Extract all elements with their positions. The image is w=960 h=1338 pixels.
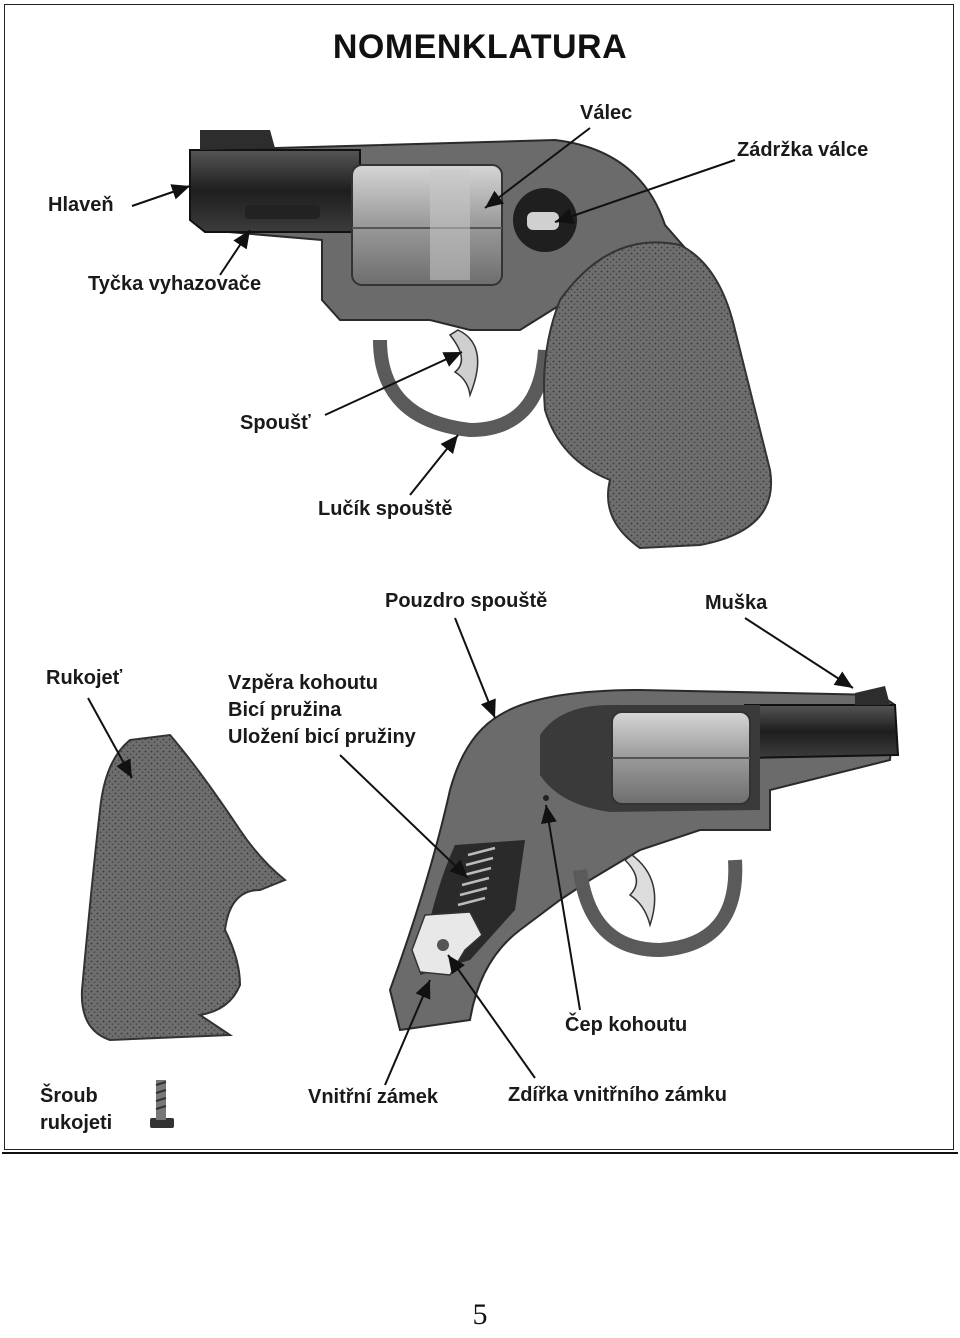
- label-pouzdro-spouste: Pouzdro spouště: [385, 590, 548, 612]
- arrow-vzpera: [339, 754, 469, 879]
- frame-bottom-rule: [2, 1152, 958, 1154]
- label-ulozeni-bici-pruziny: Uložení bicí pružiny: [228, 726, 416, 748]
- label-vzpera-kohoutu: Vzpěra kohoutu: [228, 672, 379, 694]
- page-number: 5: [472, 1298, 488, 1331]
- cylinder-top-shape: [351, 164, 503, 286]
- label-hlaven: Hlaveň: [48, 194, 114, 216]
- label-tycka-vyhazovace: Tyčka vyhazovače: [88, 273, 262, 295]
- label-vnitrni-zamek: Vnitřní zámek: [308, 1086, 439, 1108]
- arrow-rukojet: [87, 697, 133, 779]
- label-lucik-spouste: Lučík spouště: [318, 498, 453, 520]
- lock-keyhole-shape: [437, 939, 449, 951]
- arrow-zadrzka-valce: [554, 159, 736, 224]
- arrow-lucik: [409, 434, 459, 496]
- label-muska: Muška: [705, 592, 768, 614]
- arrow-zdirka: [447, 954, 536, 1079]
- trigger-bottom-shape: [623, 854, 656, 928]
- label-valec: Válec: [580, 102, 633, 124]
- barrel-top-shape: [189, 149, 361, 233]
- grip-screw-shape: [150, 1080, 174, 1128]
- trigger-guard-top-shape: [373, 339, 552, 438]
- label-zdirka-vnitrniho-zamku: Zdířka vnitřního zámku: [508, 1084, 727, 1106]
- mainspring-shape: [457, 846, 496, 907]
- leader-arrows: [87, 127, 854, 1086]
- hammer-pin-shape: [543, 795, 549, 801]
- cylinder-latch-shape: [527, 212, 559, 230]
- detached-grip-shape: [80, 733, 287, 1042]
- front-sight-top-shape: [200, 130, 275, 150]
- ejector-rod-shape: [245, 205, 320, 219]
- arrow-pouzdro: [454, 617, 496, 719]
- label-rukojet: Rukojeť: [46, 667, 123, 689]
- arrow-valec: [484, 127, 591, 209]
- label-sroub-line2: rukojeti: [40, 1112, 113, 1134]
- arrow-tycka: [219, 229, 251, 276]
- revolver-illustration: [80, 127, 900, 1128]
- label-spoust: Spoušť: [240, 412, 311, 434]
- arrow-muska: [744, 617, 854, 689]
- revolver-top: [189, 130, 773, 550]
- label-sroub-line1: Šroub: [40, 1085, 98, 1107]
- page-title: NOMENKLATURA: [332, 28, 628, 66]
- label-zadrzka-valce: Zádržka válce: [737, 139, 869, 161]
- arrow-cep: [541, 804, 581, 1011]
- barrel-bottom-shape: [744, 704, 900, 760]
- front-sight-bottom-shape: [855, 686, 890, 705]
- grip-top-shape: [543, 241, 773, 550]
- revolver-bottom: [388, 686, 900, 1032]
- label-cep-kohoutu: Čep kohoutu: [565, 1014, 688, 1036]
- arrow-spoust: [324, 351, 463, 416]
- arrow-hlaven: [131, 184, 191, 207]
- arrow-zamek: [384, 979, 431, 1086]
- trigger-guard-bottom-shape: [573, 859, 743, 958]
- label-bici-pruzina: Bicí pružina: [228, 699, 342, 721]
- trigger-top-shape: [448, 329, 479, 398]
